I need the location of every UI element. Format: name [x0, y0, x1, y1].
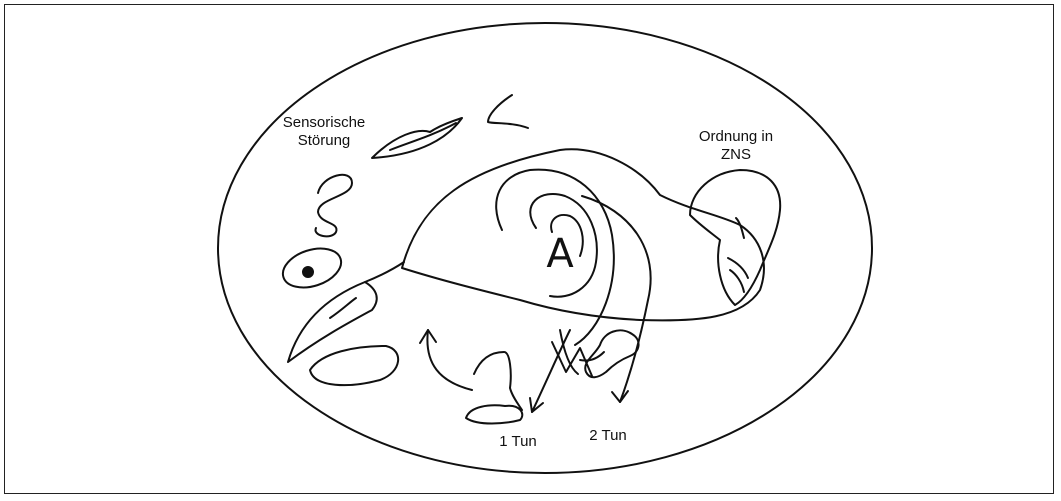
- ear-shape: [310, 346, 398, 385]
- label-sensory-line1: Sensorische: [272, 114, 376, 132]
- label-sensory-line2: Störung: [272, 132, 376, 150]
- eye-pupil: [303, 267, 313, 277]
- label-order-line2: ZNS: [686, 146, 786, 164]
- hook-stroke: [488, 95, 528, 128]
- nose-shape: [288, 282, 377, 362]
- brain-shape: [690, 170, 780, 305]
- label-1-tun: 1 Tun: [488, 433, 548, 451]
- question-scribble: [315, 175, 352, 237]
- label-2-tun: 2 Tun: [578, 427, 638, 445]
- label-order-line1: Ordnung in: [686, 128, 786, 146]
- lips-shape: [372, 118, 462, 158]
- center-letter: A: [540, 232, 580, 276]
- label-order-cns: Ordnung in ZNS: [686, 128, 786, 164]
- body-leg-left: [474, 352, 522, 410]
- foot-left: [466, 405, 522, 423]
- label-sensory-disorder: Sensorische Störung: [272, 114, 376, 150]
- arrow-1-tun: [532, 330, 570, 412]
